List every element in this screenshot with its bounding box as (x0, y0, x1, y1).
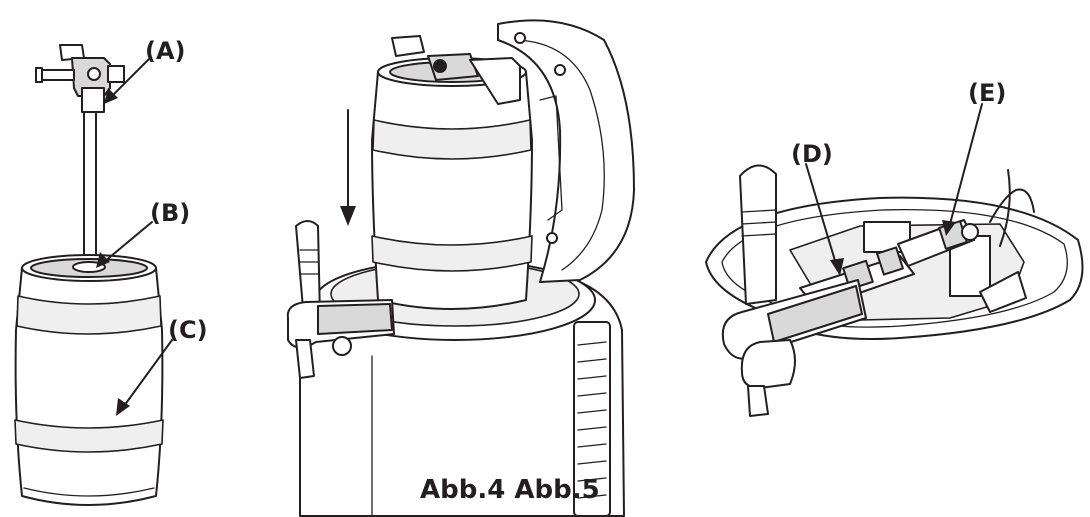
label-a: (A) (145, 37, 186, 65)
vent-grille (573, 321, 611, 517)
rising-tube (83, 111, 97, 271)
tap-head-connector (35, 44, 125, 113)
label-e: (E) (968, 79, 1006, 107)
callout-arrows-abb5 (805, 103, 983, 276)
hose (989, 188, 1035, 223)
open-lid (497, 19, 635, 283)
label-d: (D) (791, 140, 833, 168)
figure-caption: Abb.4 Abb.5 (420, 475, 600, 505)
beer-tap-detail (721, 164, 867, 417)
label-b: (B) (150, 199, 190, 227)
dispenser-insertion-figure (286, 19, 635, 517)
mini-keg (14, 254, 164, 506)
keg-with-tap-head-figure: (A) (B) (C) (14, 37, 208, 506)
label-c: (C) (168, 316, 208, 344)
beer-tap (286, 220, 395, 379)
tap-head-on-keg (391, 35, 521, 105)
callout-arrows-abb4 (96, 57, 173, 416)
insertion-arrow (340, 109, 356, 226)
tap-coupling-detail-figure: (D) (E) (705, 79, 1084, 417)
